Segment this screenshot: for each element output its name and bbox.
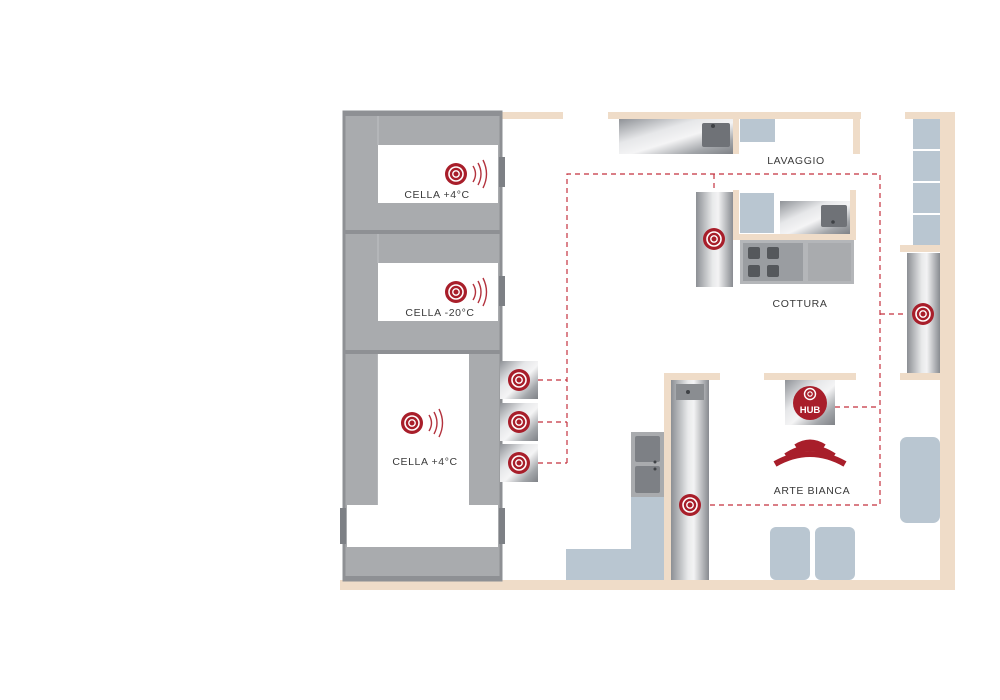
hub-icon: HUB [793, 386, 827, 420]
cella-top: CELLA +4°C [404, 159, 488, 201]
hub-label: HUB [800, 405, 821, 416]
network-links [538, 173, 910, 506]
walls [340, 112, 955, 590]
cottura-label: COTTURA [773, 298, 828, 310]
cella-mid: CELLA -20°C [405, 277, 488, 319]
fridge-units [500, 361, 538, 482]
cold-rooms-block [340, 110, 505, 582]
wireless-sensor-icon [444, 280, 468, 304]
lavaggio-label: LAVAGGIO [767, 155, 825, 167]
arte-bianca-area: HUB ARTE BIANCA [566, 380, 855, 580]
cella-bottom-label: CELLA +4°C [392, 456, 457, 468]
cella-top-label: CELLA +4°C [404, 189, 469, 201]
wireless-sensor-icon [507, 368, 531, 392]
wireless-sensor-icon [702, 227, 726, 251]
cella-bottom: CELLA +4°C [392, 408, 457, 468]
right-shelving [900, 119, 940, 523]
lavaggio-area: LAVAGGIO [619, 119, 825, 167]
wireless-sensor-icon [507, 451, 531, 475]
cella-mid-label: CELLA -20°C [405, 307, 474, 319]
arte-bianca-label: ARTE BIANCA [774, 485, 850, 497]
wireless-sensor-icon [507, 410, 531, 434]
cottura-area: COTTURA [696, 192, 854, 310]
wireless-sensor-icon [400, 411, 424, 435]
wireless-sensor-icon [444, 162, 468, 186]
radio-waves-icon [773, 439, 847, 467]
wireless-sensor-icon [911, 302, 935, 326]
wireless-sensor-icon [678, 493, 702, 517]
